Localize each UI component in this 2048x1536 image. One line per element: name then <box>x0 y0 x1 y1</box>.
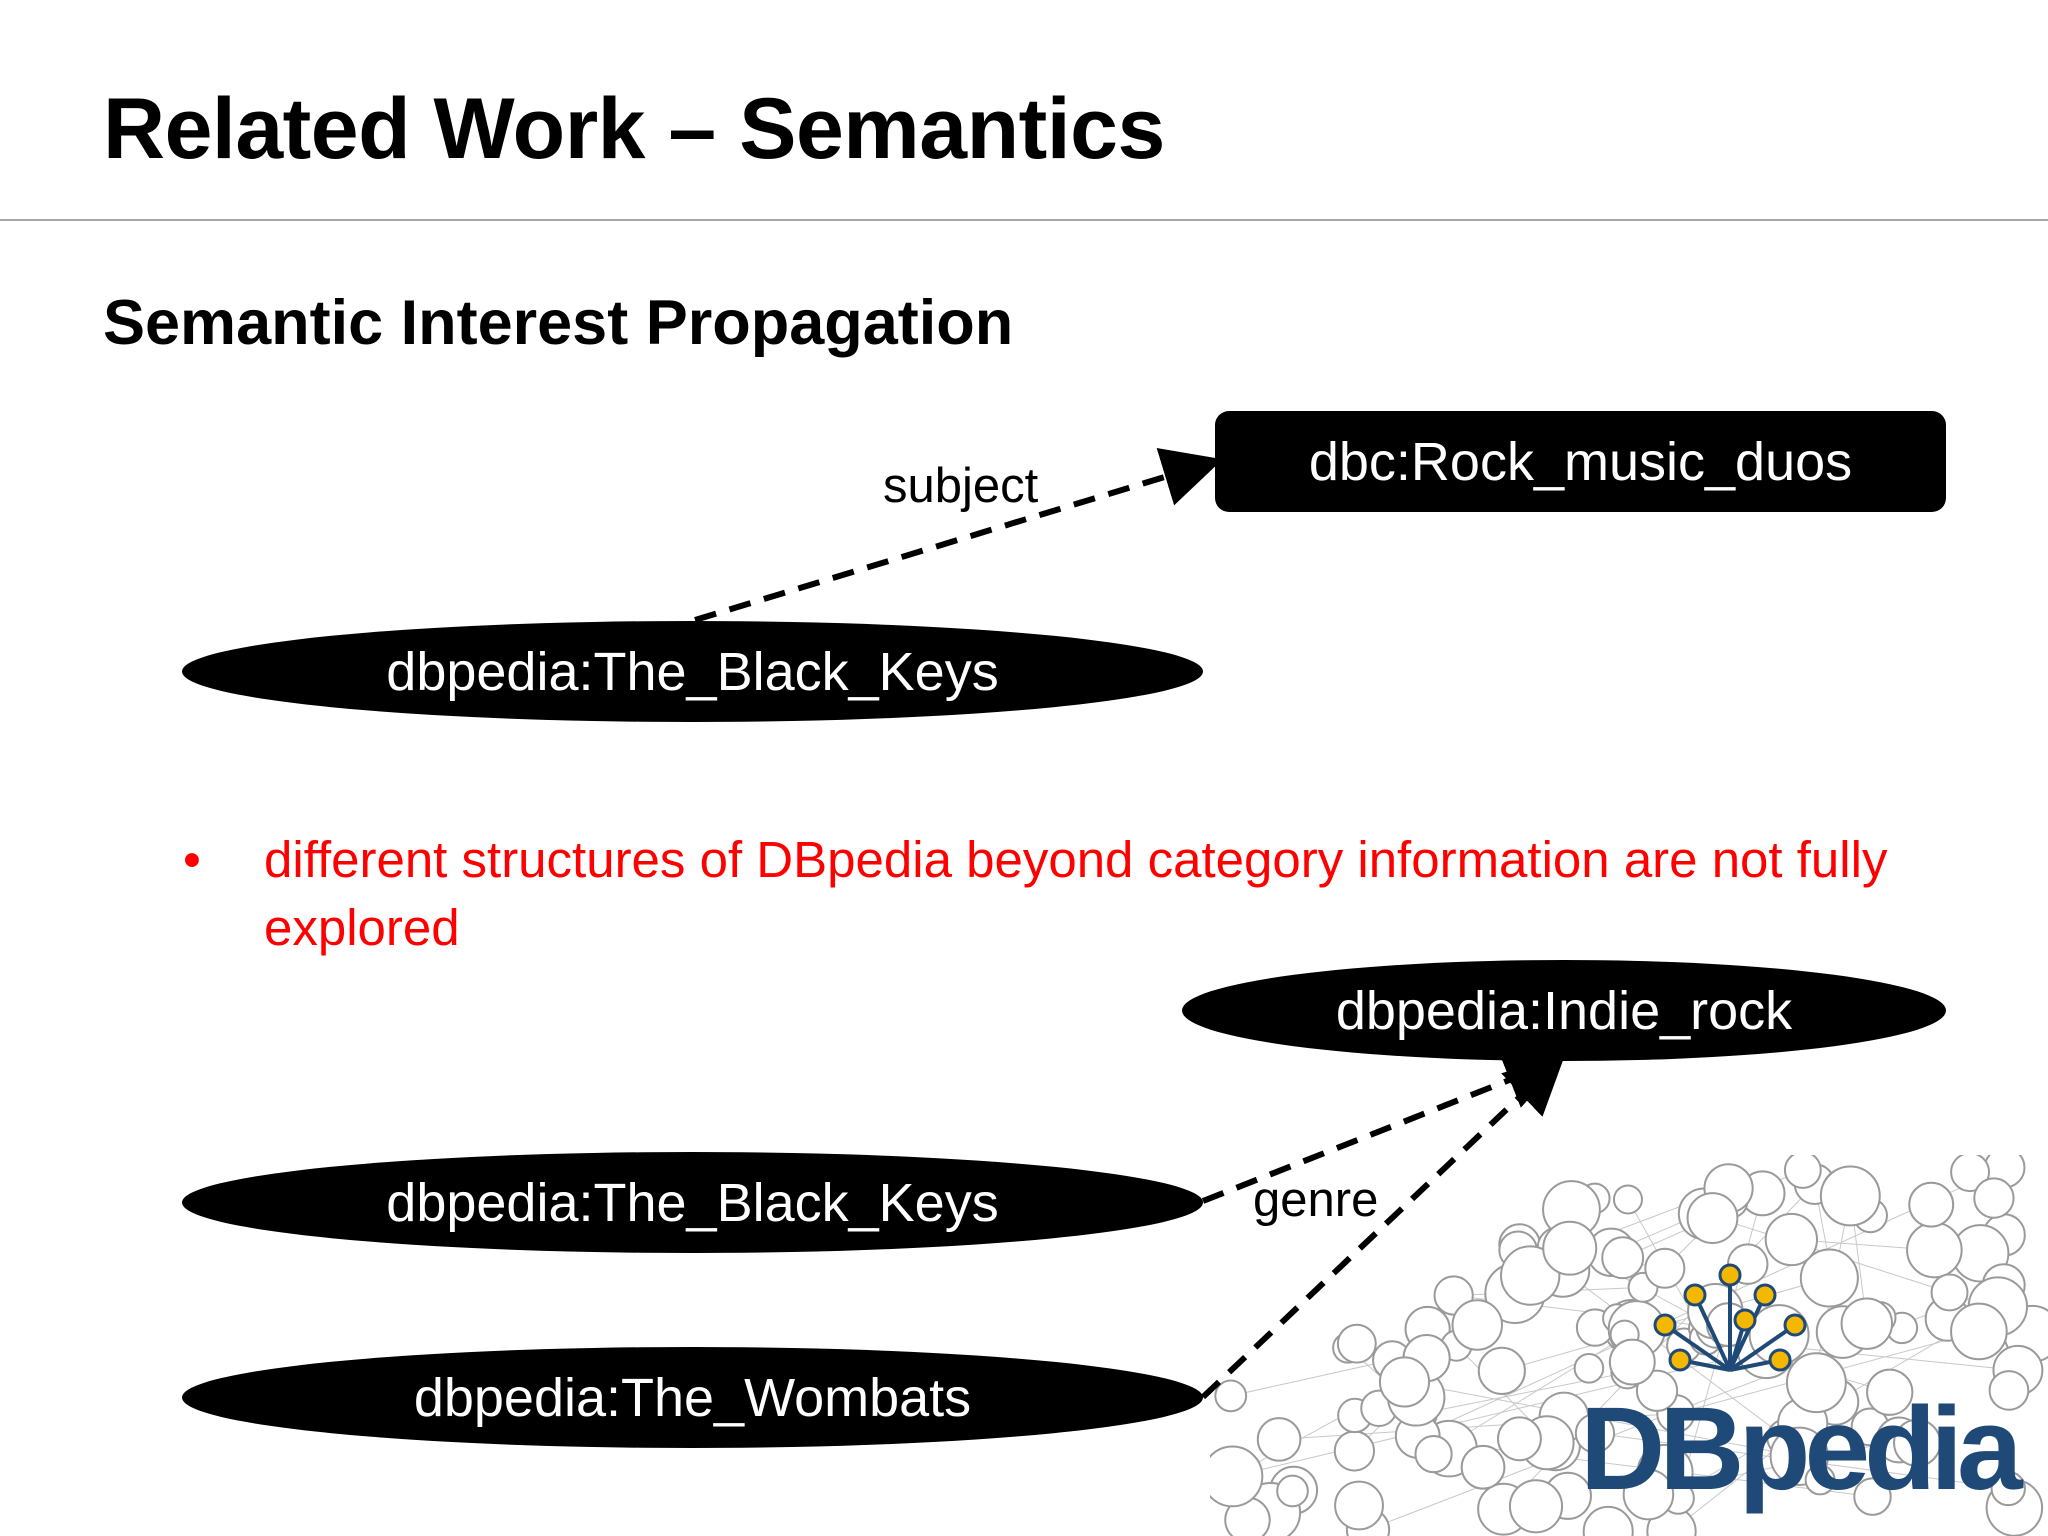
cloud-node <box>1574 1413 1616 1454</box>
node-label: dbpedia:The_Black_Keys <box>386 641 999 702</box>
logo-link <box>1728 1323 1797 1372</box>
logo-dot <box>1718 1263 1742 1287</box>
node-label: dbpedia:The_Black_Keys <box>386 1172 999 1233</box>
cloud-node <box>1276 1474 1309 1508</box>
logo-dot <box>1668 1348 1692 1372</box>
cloud-node <box>1804 1464 1836 1496</box>
cloud-node <box>1612 1184 1643 1215</box>
logo-dot <box>1753 1283 1777 1307</box>
bullet-marker: • <box>183 831 201 888</box>
cloud-node <box>1988 1370 2030 1411</box>
dbpedia-logo: DBpedia <box>1580 1383 2023 1515</box>
cloud-node <box>1950 1155 1991 1193</box>
cloud-node <box>1573 1353 1605 1384</box>
cloud-node <box>1333 1430 1376 1472</box>
logo-dot <box>1653 1313 1677 1337</box>
cloud-node <box>1256 1417 1302 1462</box>
cloud-node <box>1799 1248 1859 1308</box>
cloud-node <box>1460 1444 1506 1490</box>
cloud-node <box>1508 1479 1564 1534</box>
bullet-text: different structures of DBpedia beyond c… <box>264 831 1888 956</box>
cloud-node <box>1783 1155 1822 1189</box>
slide-title: Related Work – Semantics <box>103 81 1165 177</box>
cloud-node <box>1973 1177 2015 1219</box>
section-subtitle: Semantic Interest Propagation <box>103 288 1014 358</box>
cloud-node <box>1819 1165 1881 1227</box>
cloud-node <box>1496 1416 1542 1462</box>
node-label: dbpedia:The_Wombats <box>413 1367 972 1428</box>
cloud-node <box>1622 1468 1675 1521</box>
cloud-node <box>1210 1445 1264 1508</box>
cloud-node <box>1764 1212 1819 1267</box>
edge-label-subject: subject <box>883 459 1039 513</box>
cloud-node <box>1893 1418 1942 1468</box>
node-the-wombats: dbpedia:The_Wombats <box>182 1347 1203 1448</box>
cloud-node <box>1930 1273 1969 1312</box>
cloud-node <box>1414 1434 1453 1474</box>
title-divider <box>0 219 2048 221</box>
cloud-node <box>1542 1220 1598 1276</box>
node-label: dbpedia:Indie_rock <box>1335 980 1793 1041</box>
cloud-node <box>1853 1477 1892 1516</box>
node-rock-music-duos: dbc:Rock_music_duos <box>1215 411 1946 512</box>
cloud-node <box>1866 1368 1914 1416</box>
node-label: dbc:Rock_music_duos <box>1308 431 1853 492</box>
cloud-node <box>1334 1480 1384 1531</box>
logo-dot <box>1733 1308 1757 1332</box>
cloud-node <box>1840 1297 1894 1350</box>
cloud-node <box>1336 1323 1377 1364</box>
cloud-node <box>1686 1192 1739 1244</box>
cloud-node <box>1644 1247 1686 1289</box>
cloud-node <box>1582 1505 1634 1536</box>
cloud-node <box>1906 1221 1963 1279</box>
cloud-node <box>1477 1346 1526 1395</box>
cloud-node <box>1378 1356 1431 1408</box>
node-indie-rock: dbpedia:Indie_rock <box>1182 960 1946 1061</box>
node-the-black-keys-2: dbpedia:The_Black_Keys <box>182 1152 1203 1253</box>
logo-link <box>1663 1323 1732 1372</box>
logo-link <box>1693 1294 1732 1371</box>
cloud-node <box>1635 1369 1679 1412</box>
cloud-node <box>1785 1352 1847 1414</box>
cloud-node <box>1214 1379 1248 1413</box>
cloud-node <box>1908 1181 1955 1228</box>
cloud-node <box>1950 1302 2008 1361</box>
cloud-node <box>1990 1470 2026 1507</box>
cloud-node <box>1451 1299 1503 1351</box>
edge-label-genre: genre <box>1253 1173 1379 1227</box>
node-the-black-keys-1: dbpedia:The_Black_Keys <box>182 621 1203 722</box>
cloud-node <box>1601 1236 1645 1280</box>
logo-dot <box>1683 1283 1707 1307</box>
logo-dot <box>1783 1313 1807 1337</box>
logo-dot <box>1768 1348 1792 1372</box>
cloud-node <box>1608 1338 1656 1386</box>
